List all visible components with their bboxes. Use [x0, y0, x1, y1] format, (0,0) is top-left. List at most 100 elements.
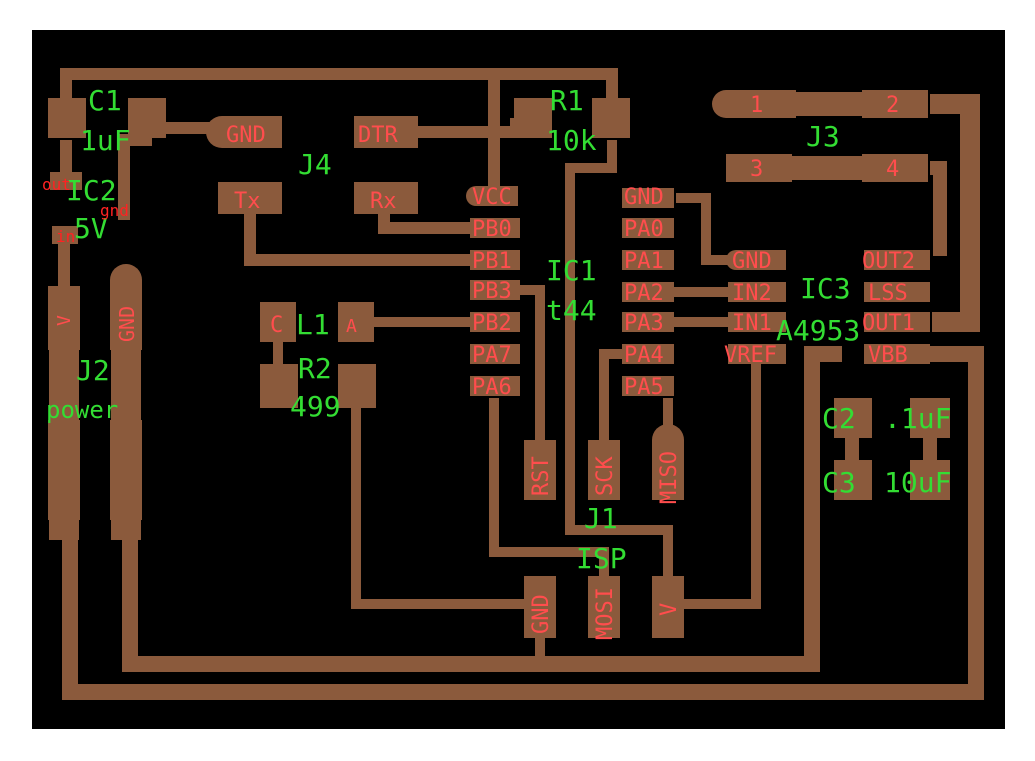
pad-ic3-out2	[864, 250, 930, 270]
traces	[49, 68, 984, 700]
pad-gnd-c1	[206, 116, 282, 148]
label-ic1-r1: PA0	[624, 217, 664, 242]
label-ic1-r0: GND	[624, 185, 664, 210]
label-isp-v: V	[657, 603, 682, 616]
pad-isp-v	[652, 576, 684, 638]
ic2-name: IC2	[66, 174, 117, 207]
pad-labels: GND DTR Tx Rx 1 2 3 4 VCC PB0 PB1 PB3 PB…	[54, 93, 915, 640]
label-isp-miso: MISO	[657, 451, 682, 504]
ic2-gnd-label: gnd	[100, 201, 129, 220]
label-ic1-l6: PA6	[472, 375, 512, 400]
label-j3-3: 3	[750, 157, 763, 182]
trace-top-vcc	[60, 68, 618, 118]
pad-r1-1	[514, 98, 552, 138]
pad-ic2-in	[52, 226, 78, 244]
label-ic1-l4: PB2	[472, 311, 512, 336]
label-ic3-l2: IN1	[732, 311, 772, 336]
pad-ic1-pa5	[622, 376, 674, 396]
pad-ic3-gnd	[726, 250, 786, 270]
label-ic1-r6: PA5	[624, 375, 664, 400]
trace-tx-pb1	[244, 212, 472, 266]
label-j3-4: 4	[886, 157, 899, 182]
pad-c1-1	[48, 98, 86, 138]
pad-ic1-gnd	[622, 188, 674, 208]
pad-c2-2	[910, 398, 950, 438]
label-j2-v: V	[54, 315, 75, 326]
pad-r2-1	[260, 364, 298, 408]
ic2-out-label: out	[42, 175, 71, 194]
r2-value: 499	[290, 390, 341, 423]
trace-r1-down	[565, 140, 673, 580]
pad-isp-mosi	[588, 576, 620, 638]
label-isp-gnd: GND	[529, 594, 554, 634]
trace-vbb	[62, 346, 984, 700]
j2-value: power	[46, 396, 118, 424]
pad-j3-2	[862, 90, 928, 118]
r2-name: R2	[298, 352, 332, 385]
c1-name: C1	[88, 84, 122, 117]
ic1-name: IC1	[546, 254, 597, 287]
c3-value: 10uF	[884, 466, 951, 499]
label-ic1-r5: PA4	[624, 343, 664, 368]
label-ic1-r4: PA3	[624, 311, 664, 336]
trace-rx-pb0	[378, 212, 472, 234]
pad-rx	[354, 182, 418, 214]
ic3-name: IC3	[800, 272, 851, 305]
label-isp-mosi: MOSI	[593, 587, 618, 640]
trace-j3-2-out1	[930, 94, 980, 332]
pad-j3-4	[862, 154, 928, 182]
label-ic3-l1: IN2	[732, 281, 772, 306]
pad-isp-rst	[524, 440, 556, 500]
label-ic3-r1: LSS	[868, 281, 908, 306]
pad-c3-2	[910, 460, 950, 500]
j1-name: J1	[584, 502, 618, 535]
trace-pb3-rst	[520, 285, 545, 440]
pad-ic1-pa0	[622, 218, 674, 238]
pad-ic3-in2	[728, 282, 786, 302]
trace-gnd-rail	[122, 346, 842, 672]
pad-j2-v	[48, 286, 80, 350]
pad-c3-1	[834, 460, 872, 500]
label-j2-gnd: GND	[115, 306, 139, 342]
label-l1-a: A	[346, 316, 357, 337]
ic2-in-label: in	[56, 227, 75, 246]
label-rx: Rx	[370, 189, 397, 214]
pad-j3-3	[726, 154, 792, 182]
pad-dtr	[354, 116, 418, 148]
label-j3-1: 1	[750, 93, 763, 118]
pads	[48, 90, 950, 638]
pad-ic1-pb1	[470, 250, 520, 270]
pad-ic3-vref	[728, 344, 786, 364]
j3-name: J3	[806, 120, 840, 153]
pad-ic1-pa1	[622, 250, 674, 270]
label-ic1-l2: PB1	[472, 249, 512, 274]
c2-value: .1uF	[884, 402, 951, 435]
label-gnd-c1: GND	[226, 123, 266, 148]
label-ic1-l1: PB0	[472, 217, 512, 242]
pad-ic1-pa2	[622, 282, 674, 302]
c1-value: 1uF	[80, 124, 131, 157]
pad-ic1-pb3	[470, 280, 520, 300]
label-isp-rst: RST	[529, 456, 554, 496]
ic3-value: A4953	[776, 314, 860, 347]
pad-ic1-pa6	[470, 376, 520, 396]
pad-ic1-pb2	[470, 312, 520, 332]
label-ic3-r3: VBB	[868, 343, 908, 368]
ic2-value: 5V	[74, 212, 108, 245]
pad-ic2-out	[50, 172, 82, 190]
pad-j3-1	[712, 90, 796, 118]
j4-name: J4	[298, 148, 332, 181]
trace-pa4-sck	[599, 349, 624, 444]
trace-j3-4-out2	[930, 161, 947, 256]
label-ic3-l3: VREF	[724, 343, 777, 368]
pad-isp-gnd	[524, 576, 556, 638]
label-isp-sck: SCK	[593, 456, 618, 496]
pad-l1-a	[338, 302, 374, 342]
pad-ic1-pb0	[470, 218, 520, 238]
r1-name: R1	[550, 84, 584, 117]
j2-name: J2	[76, 354, 110, 387]
pad-ic3-in1	[728, 312, 786, 332]
trace-r2-gnd	[351, 408, 526, 609]
pad-r1-2	[592, 98, 630, 138]
trace-gnd-ic1-ic3	[676, 193, 728, 265]
